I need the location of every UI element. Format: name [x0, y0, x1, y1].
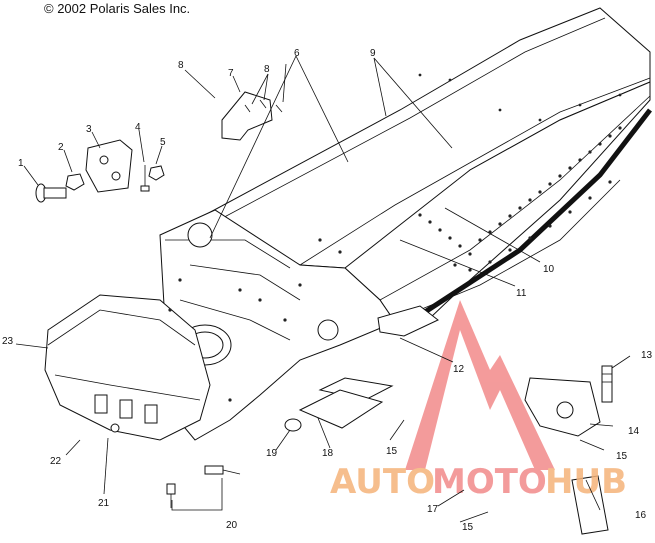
callout-23: 23 — [2, 336, 14, 347]
running-board-strip — [423, 108, 652, 315]
callout-12: 12 — [453, 364, 465, 375]
watermark-logo: AUTO MOTO HUB — [330, 300, 627, 502]
callout-8-right: 8 — [264, 64, 270, 75]
callout-9: 9 — [370, 48, 376, 59]
part-12-footrest-bracket — [377, 305, 439, 337]
callout-8-left: 8 — [178, 60, 184, 71]
callout-11: 11 — [516, 288, 527, 299]
callout-14: 14 — [628, 426, 640, 437]
callout-7: 7 — [228, 68, 234, 79]
callout-15-bottom: 15 — [462, 522, 474, 533]
callout-15-center: 15 — [386, 446, 398, 457]
callout-1: 1 — [18, 158, 24, 169]
part-18-plate — [298, 377, 394, 429]
leader-lines — [15, 55, 631, 523]
part-13-stud — [601, 365, 613, 403]
callout-16: 16 — [635, 510, 647, 521]
callout-labels: 1 2 3 4 5 6 7 8 8 9 10 11 12 13 14 15 15… — [2, 48, 653, 533]
callout-10: 10 — [543, 264, 555, 275]
part-4-screw — [140, 165, 150, 192]
part-7-mount-bracket — [221, 91, 273, 141]
callout-3: 3 — [86, 124, 92, 135]
callout-2: 2 — [58, 142, 64, 153]
callout-18: 18 — [322, 448, 334, 459]
part-14-cover — [524, 377, 601, 437]
callout-4: 4 — [135, 122, 141, 133]
callout-20: 20 — [226, 520, 238, 531]
part-1-bolt — [35, 183, 67, 203]
watermark-text-hub: HUB — [545, 462, 627, 502]
callout-13: 13 — [641, 350, 653, 361]
part-16-bar — [571, 475, 609, 535]
callout-6: 6 — [294, 48, 300, 59]
part-20-fasteners — [166, 465, 241, 508]
watermark-text-moto: MOTO — [432, 462, 547, 502]
tunnel-rivet-holes — [168, 73, 622, 402]
front-nose-pan — [44, 294, 211, 441]
part-2-nut — [65, 173, 85, 191]
copyright-caption: © 2002 Polaris Sales Inc. — [44, 1, 190, 16]
watermark-text-auto: AUTO — [330, 462, 435, 502]
callout-15-right: 15 — [616, 451, 628, 462]
callout-5: 5 — [160, 137, 166, 148]
part-19-plug — [284, 418, 302, 432]
part-8-rivets — [244, 99, 283, 113]
callout-17: 17 — [427, 504, 439, 515]
part-3-bracket — [85, 139, 133, 193]
callout-19: 19 — [266, 448, 278, 459]
part-5-nut — [148, 165, 165, 181]
callout-22: 22 — [50, 456, 62, 467]
callout-21: 21 — [98, 498, 110, 509]
